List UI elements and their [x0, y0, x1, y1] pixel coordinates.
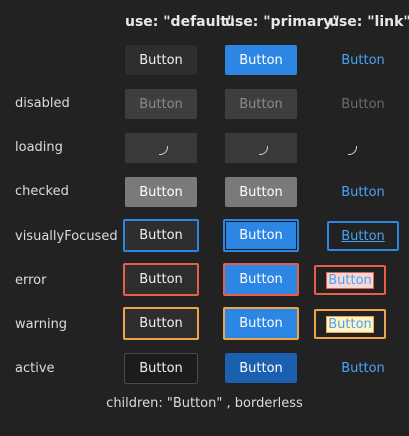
default-button-focused[interactable]: Button	[123, 219, 199, 252]
link-button-focused[interactable]: Button	[327, 221, 399, 251]
row-label-loading: loading	[15, 140, 63, 155]
button-label: Button	[341, 360, 385, 376]
button-label: Button	[239, 96, 283, 112]
column-header-link: use: "link"	[329, 14, 409, 30]
spinner-icon	[158, 145, 168, 155]
primary-button-loading	[225, 133, 297, 163]
primary-button-checked[interactable]: Button	[225, 177, 297, 207]
spinner-icon	[258, 145, 268, 155]
primary-button-active[interactable]: Button	[225, 353, 297, 383]
button-label: Button	[139, 96, 183, 112]
button-label: Button	[139, 184, 183, 200]
default-button-checked[interactable]: Button	[125, 177, 197, 207]
link-button-disabled: Button	[327, 89, 399, 119]
link-button-checked[interactable]: Button	[327, 177, 399, 207]
link-button-loading	[314, 133, 386, 163]
link-button-warning[interactable]: Button	[314, 309, 386, 339]
default-button-error[interactable]: Button	[123, 263, 199, 296]
button-label: Button	[326, 315, 374, 333]
button-label: Button	[239, 228, 283, 243]
spinner-icon	[347, 145, 357, 155]
button-label: Button	[139, 272, 183, 287]
default-button-active[interactable]: Button	[124, 353, 198, 384]
row-label-error: error	[15, 273, 47, 288]
button-label: Button	[326, 271, 374, 289]
footer-caption: children: "Button" , borderless	[106, 396, 303, 411]
button-label: Button	[139, 316, 183, 331]
button-label: Button	[341, 228, 385, 244]
primary-button-warning[interactable]: Button	[223, 307, 299, 340]
button-label: Button	[239, 360, 283, 376]
column-header-default: use: "default"	[125, 14, 235, 30]
row-label-active: active	[15, 361, 55, 376]
default-button-disabled: Button	[125, 89, 197, 119]
link-button-error[interactable]: Button	[314, 265, 386, 295]
button-label: Button	[139, 52, 183, 68]
button-label: Button	[341, 184, 385, 200]
link-button[interactable]: Button	[327, 45, 399, 75]
column-header-primary: use: "primary"	[225, 14, 340, 30]
primary-button-error[interactable]: Button	[223, 263, 299, 296]
row-label-warning: warning	[15, 317, 68, 332]
default-button-loading	[125, 133, 197, 163]
primary-button-disabled: Button	[225, 89, 297, 119]
default-button-warning[interactable]: Button	[123, 307, 199, 340]
row-label-disabled: disabled	[15, 96, 70, 111]
row-label-visually-focused: visuallyFocused	[15, 229, 118, 244]
button-label: Button	[239, 52, 283, 68]
link-button-active[interactable]: Button	[327, 353, 399, 383]
default-button[interactable]: Button	[125, 45, 197, 75]
button-label: Button	[239, 184, 283, 200]
button-label: Button	[341, 52, 385, 68]
button-label: Button	[139, 228, 183, 243]
button-label: Button	[239, 272, 283, 287]
button-label: Button	[341, 96, 385, 112]
primary-button[interactable]: Button	[225, 45, 297, 75]
button-label: Button	[239, 316, 283, 331]
row-label-checked: checked	[15, 184, 69, 199]
primary-button-focused[interactable]: Button	[223, 219, 299, 252]
button-label: Button	[139, 361, 183, 376]
